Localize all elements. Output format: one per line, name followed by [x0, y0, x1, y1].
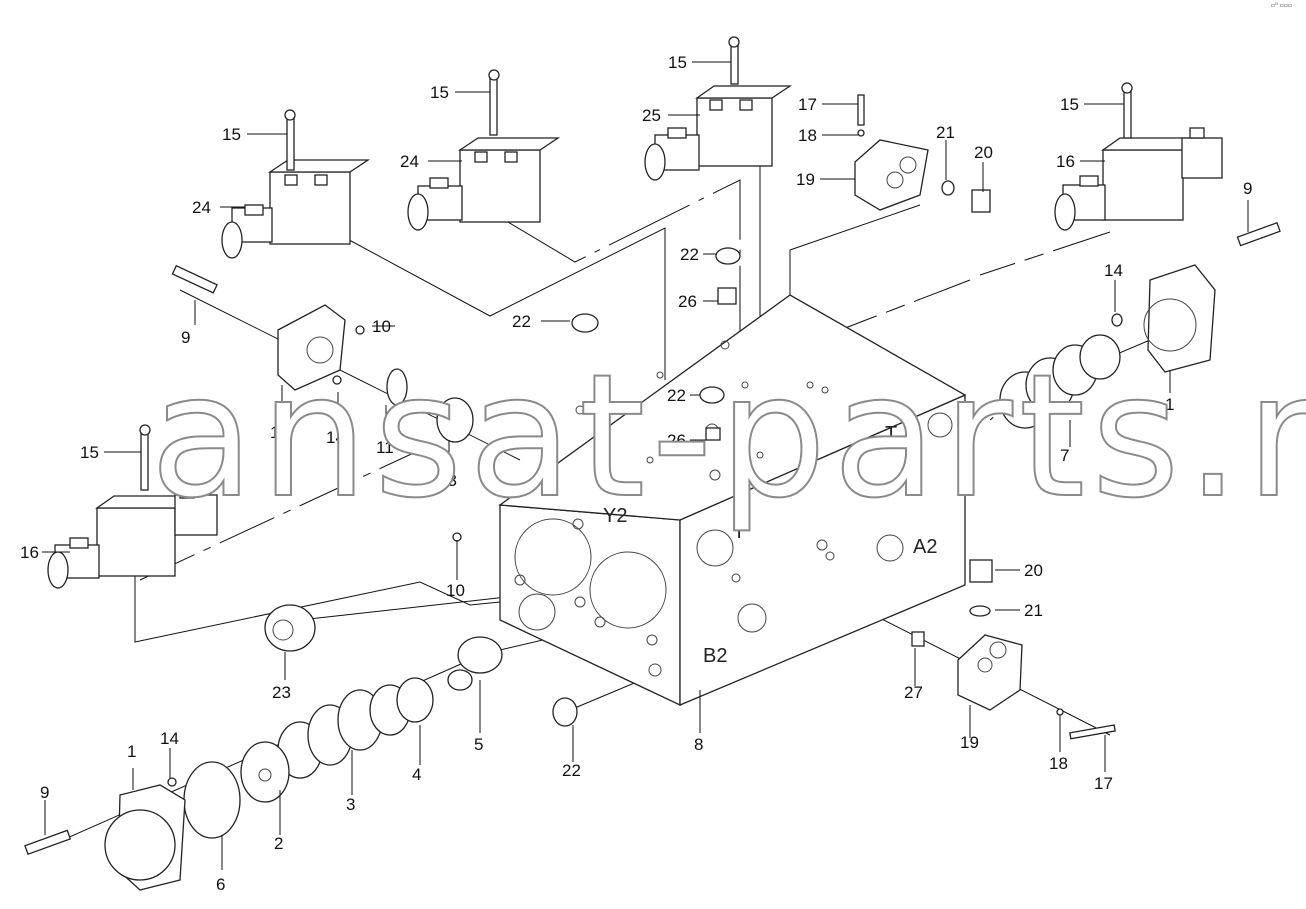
callout-15-b: 15	[430, 83, 449, 102]
callout-14-a: 14	[1104, 261, 1123, 280]
callout-24-a: 24	[192, 198, 211, 217]
leader-lines	[42, 61, 1249, 870]
spool-7	[999, 334, 1121, 429]
callout-1-a: 1	[1165, 395, 1174, 414]
callout-18-a: 18	[798, 126, 817, 145]
callout-10-a: 10	[372, 317, 391, 336]
callout-25: 25	[642, 106, 661, 125]
callout-20-b: 20	[1024, 561, 1043, 580]
valve-block: T A2 B2 Y2 T	[498, 294, 967, 707]
callout-19-a: 19	[796, 170, 815, 189]
callout-16-a: 16	[1056, 152, 1075, 171]
port-label-b2: B2	[703, 645, 727, 667]
callout-21-a: 21	[936, 123, 955, 142]
solenoid-valve-16-right	[1054, 127, 1223, 231]
callout-15-f: 15	[80, 443, 99, 462]
callout-22-c: 22	[667, 386, 686, 405]
misc-parts	[24, 94, 1281, 891]
callout-14-c: 14	[160, 729, 179, 748]
callout-18-b: 18	[1049, 754, 1068, 773]
callout-9-c: 9	[40, 783, 49, 802]
port-label-t-top: T	[885, 423, 897, 445]
callout-15-d: 15	[1060, 95, 1079, 114]
callout-26-a: 26	[678, 292, 697, 311]
callout-16-b: 16	[20, 543, 39, 562]
callout-23: 23	[272, 683, 291, 702]
callout-9-b: 9	[181, 328, 190, 347]
callout-22-b: 22	[680, 245, 699, 264]
callout-22-d: 22	[562, 761, 581, 780]
callout-17-a: 17	[798, 95, 817, 114]
callout-17-b: 17	[1094, 774, 1113, 793]
callout-24-b: 24	[400, 152, 419, 171]
callout-12: 12	[270, 423, 289, 442]
callout-27: 27	[904, 683, 923, 702]
callout-labels: 15 15 15 15 15 24 24 25 17 18 19 21 20 1…	[20, 53, 1252, 894]
callout-22-a: 22	[512, 312, 531, 331]
callout-2: 2	[274, 834, 283, 853]
port-label-t: T	[733, 521, 745, 543]
solenoid-valve-25	[644, 85, 793, 181]
springs	[277, 677, 434, 779]
solenoid-valve-16-left	[47, 487, 218, 589]
callout-15-c: 15	[668, 53, 687, 72]
solenoid-valve-24-left	[221, 159, 371, 259]
callout-14-b: 14	[326, 428, 345, 447]
callout-20-a: 20	[974, 143, 993, 162]
callout-3: 3	[346, 795, 355, 814]
callout-21-b: 21	[1024, 601, 1043, 620]
screws-15	[139, 36, 1133, 491]
callout-4: 4	[412, 765, 421, 784]
callout-7: 7	[1060, 446, 1069, 465]
callout-13: 13	[438, 471, 457, 490]
callout-19-b: 19	[960, 733, 979, 752]
callout-5: 5	[474, 735, 483, 754]
callout-15-a: 15	[222, 125, 241, 144]
callout-9-a: 9	[1243, 179, 1252, 198]
port-label-a2: A2	[913, 536, 937, 558]
callout-26-b: 26	[667, 431, 686, 450]
corner-mark: ▫ᴰ ▫▫▫	[1270, 2, 1292, 9]
callout-10-b: 10	[446, 581, 465, 600]
callout-11: 11	[376, 438, 394, 457]
solenoid-valve-24-middle	[407, 137, 561, 231]
callout-6: 6	[216, 875, 225, 894]
port-label-y2: Y2	[603, 505, 627, 527]
callout-8: 8	[694, 735, 703, 754]
callout-1-b: 1	[127, 742, 136, 761]
